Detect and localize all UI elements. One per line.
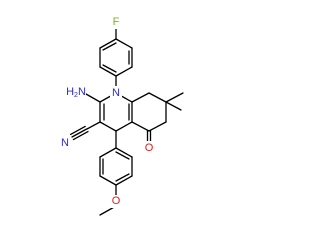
bond [99,175,117,186]
molecule-structure-diagram: F N H2N N O O [60,16,184,216]
atom-label-layer: F N H2N N O O [60,16,155,208]
bond [165,92,184,103]
ketone-oxygen-atom-label: O [145,142,154,154]
bond [86,121,101,130]
ring-nitrogen-atom-label: N [112,87,120,99]
bond [115,147,133,158]
bond [99,38,117,49]
bond [131,92,150,103]
amine-group-label: H2N [66,86,86,99]
bond [69,125,86,136]
ether-oxygen-atom-label: O [112,195,121,207]
bond [99,66,117,77]
bond [115,173,130,182]
amine-h-label: H [66,86,74,98]
bond [115,38,133,49]
bond [71,128,88,138]
bond [148,121,167,132]
bond [102,42,117,51]
bond [72,130,89,141]
amine-n-label: N [78,86,86,98]
bond [115,66,133,77]
bond [115,121,133,132]
bond [115,175,133,186]
bond [102,64,117,73]
bond [115,151,130,160]
nitrile-nitrogen-atom-label: N [61,137,69,149]
bond [148,92,167,103]
amine-subscript: 2 [74,92,78,99]
bond [99,121,117,132]
fluorine-atom-label: F [113,16,120,28]
bond [165,101,182,111]
bond [85,93,101,103]
bond [131,121,150,132]
bond [99,147,117,158]
bond-layer [69,26,184,216]
